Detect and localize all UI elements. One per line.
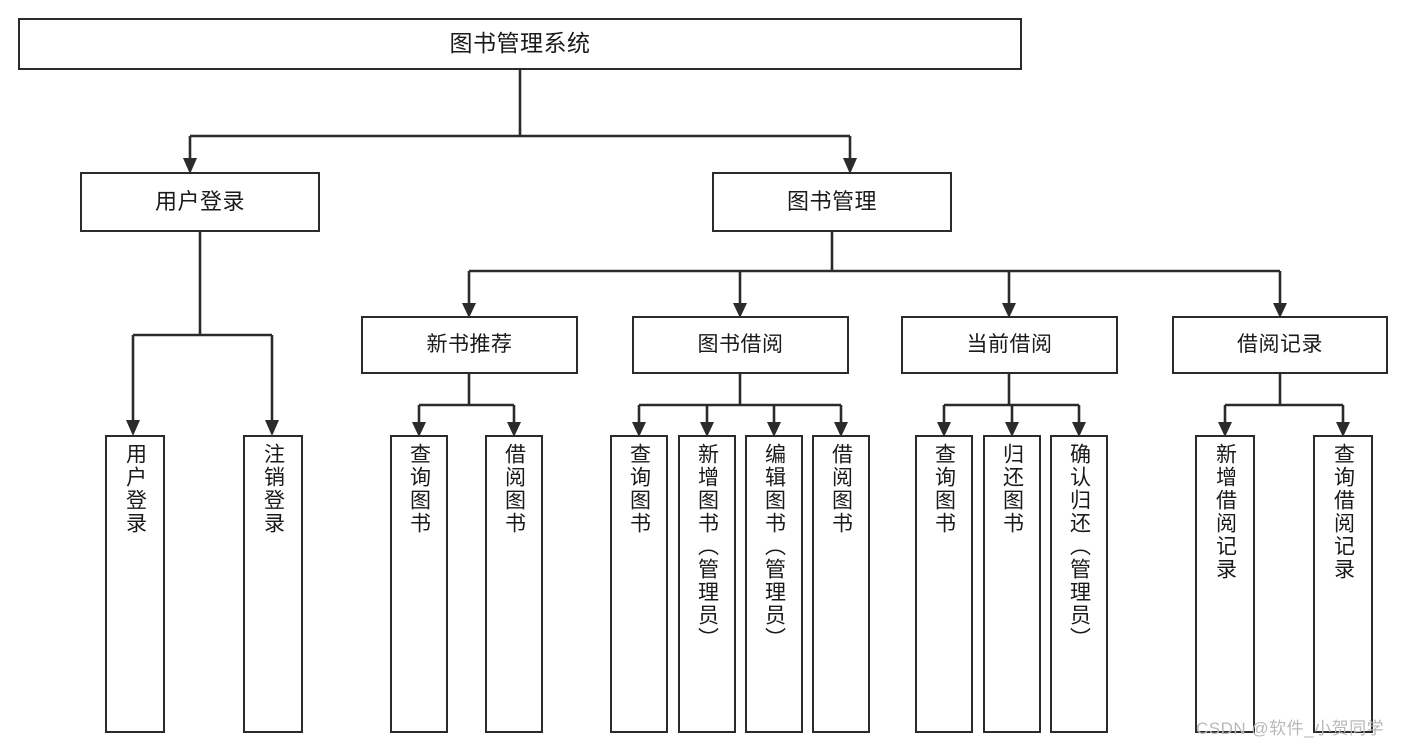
- arrowhead-leaf-return-book: [1005, 422, 1019, 437]
- node-leaf-borrow-book-1[interactable]: 借阅图书: [485, 435, 543, 733]
- arrowhead-book-manage: [843, 158, 857, 174]
- arrowhead-leaf-query-record: [1336, 422, 1350, 437]
- node-leaf-query-book-3-label: 查询图书: [932, 443, 956, 535]
- node-leaf-borrow-book-1-label: 借阅图书: [502, 443, 526, 535]
- arrow-heads: [126, 158, 1350, 437]
- node-book-borrow-label: 图书借阅: [697, 333, 784, 357]
- node-borrow-record-label: 借阅记录: [1237, 333, 1323, 357]
- node-leaf-confirm-return-label: 确认归还（管理员）: [1067, 443, 1091, 650]
- node-leaf-edit-book[interactable]: 编辑图书（管理员）: [745, 435, 803, 733]
- node-leaf-query-book-2-label: 查询图书: [627, 443, 651, 535]
- arrowhead-leaf-user-login: [126, 420, 140, 436]
- csdn-watermark: CSDN @软件_小贺同学: [1196, 719, 1385, 738]
- node-leaf-add-record[interactable]: 新增借阅记录: [1195, 435, 1255, 733]
- arrowhead-user-login: [183, 158, 197, 174]
- node-leaf-borrow-book-2[interactable]: 借阅图书: [812, 435, 870, 733]
- arrowhead-new-book-recommend: [462, 303, 476, 318]
- node-leaf-add-book[interactable]: 新增图书（管理员）: [678, 435, 736, 733]
- node-root-label: 图书管理系统: [449, 30, 591, 57]
- node-leaf-query-record-label: 查询借阅记录: [1331, 443, 1355, 581]
- arrowhead-leaf-confirm-return: [1072, 422, 1086, 437]
- node-leaf-return-book-label: 归还图书: [1000, 443, 1024, 535]
- node-leaf-user-login-label: 用户登录: [123, 443, 147, 535]
- arrowhead-leaf-borrow-book-2: [834, 422, 848, 437]
- node-leaf-borrow-book-2-label: 借阅图书: [829, 443, 853, 535]
- node-user-login-label: 用户登录: [154, 188, 245, 214]
- node-current-borrow[interactable]: 当前借阅: [901, 316, 1118, 374]
- arrowhead-leaf-query-book-2: [632, 422, 646, 437]
- node-current-borrow-label: 当前借阅: [966, 333, 1053, 357]
- arrowhead-borrow-record: [1273, 303, 1287, 318]
- node-borrow-record[interactable]: 借阅记录: [1172, 316, 1388, 374]
- arrowhead-leaf-edit-book: [767, 422, 781, 437]
- node-leaf-logout-login-label: 注销登录: [261, 443, 285, 535]
- arrowhead-leaf-query-book-1: [412, 422, 426, 437]
- node-leaf-return-book[interactable]: 归还图书: [983, 435, 1041, 733]
- node-leaf-query-book-1-label: 查询图书: [407, 443, 431, 535]
- node-leaf-user-login[interactable]: 用户登录: [105, 435, 165, 733]
- node-leaf-query-record[interactable]: 查询借阅记录: [1313, 435, 1373, 733]
- node-leaf-edit-book-label: 编辑图书（管理员）: [762, 443, 786, 650]
- node-leaf-add-record-label: 新增借阅记录: [1213, 443, 1237, 581]
- node-leaf-query-book-3[interactable]: 查询图书: [915, 435, 973, 733]
- node-leaf-confirm-return[interactable]: 确认归还（管理员）: [1050, 435, 1108, 733]
- node-book-manage-label: 图书管理: [786, 188, 877, 214]
- arrowhead-leaf-logout-login: [265, 420, 279, 436]
- node-leaf-query-book-1[interactable]: 查询图书: [390, 435, 448, 733]
- arrowhead-leaf-add-book: [700, 422, 714, 437]
- arrowhead-leaf-query-book-3: [937, 422, 951, 437]
- node-user-login[interactable]: 用户登录: [80, 172, 320, 232]
- node-root[interactable]: 图书管理系统: [18, 18, 1022, 70]
- arrowhead-book-borrow: [733, 303, 747, 318]
- node-leaf-query-book-2[interactable]: 查询图书: [610, 435, 668, 733]
- node-book-borrow[interactable]: 图书借阅: [632, 316, 849, 374]
- node-book-manage[interactable]: 图书管理: [712, 172, 952, 232]
- node-leaf-logout-login[interactable]: 注销登录: [243, 435, 303, 733]
- arrowhead-current-borrow: [1002, 303, 1016, 318]
- node-new-book-recommend[interactable]: 新书推荐: [361, 316, 578, 374]
- node-new-book-recommend-label: 新书推荐: [426, 333, 513, 357]
- arrowhead-leaf-borrow-book-1: [507, 422, 521, 437]
- arrowhead-leaf-add-record: [1218, 422, 1232, 437]
- node-leaf-add-book-label: 新增图书（管理员）: [695, 443, 719, 650]
